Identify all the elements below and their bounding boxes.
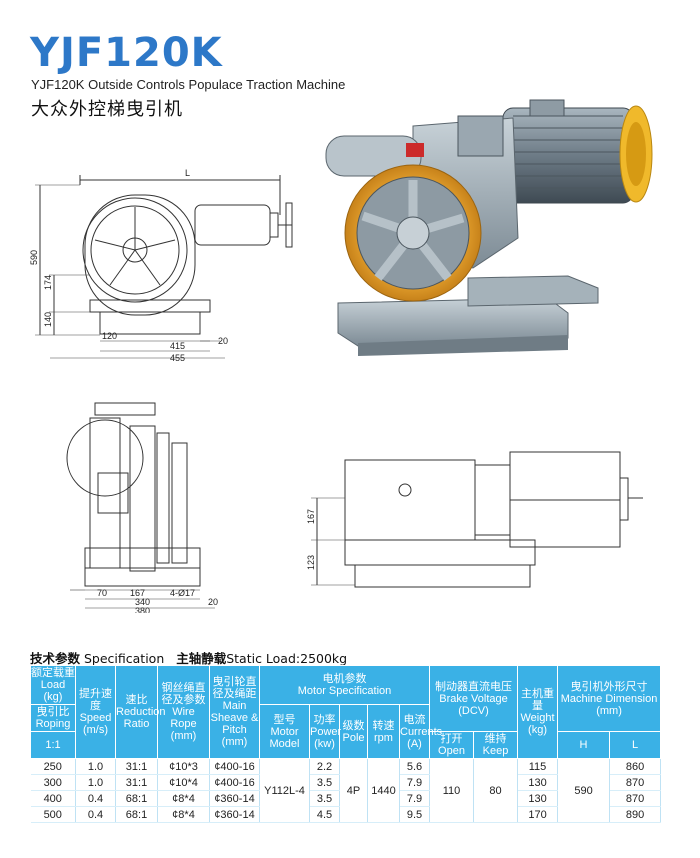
th-H: H (557, 731, 611, 759)
front-view-drawing: L 590 174 140 120 415 455 20 (30, 168, 293, 363)
front-dim-20: 20 (218, 336, 228, 346)
side-view-drawing: 70 167 4-Ø17 340 380 20 (66, 402, 218, 613)
rpm-cell: 1440 (367, 758, 400, 823)
front-dim-140: 140 (43, 312, 53, 327)
th-L: L (609, 731, 662, 759)
front-dim-L: L (185, 168, 190, 178)
top-dim-167: 167 (306, 509, 316, 524)
spec-heading: 技术参数 Specification 主轴静载Static Load:2500k… (30, 648, 347, 667)
product-subtitle-english: YJF120K Outside Controls Populace Tracti… (31, 77, 346, 92)
side-dim-4phi17: 4-Ø17 (170, 588, 195, 598)
front-dim-415: 415 (170, 341, 185, 351)
front-dim-174: 174 (43, 275, 53, 290)
top-dim-123: 123 (306, 555, 316, 570)
motor-model-cell: Y112L-4 (259, 758, 310, 823)
product-subtitle-chinese: 大众外控梯曳引机 (31, 99, 183, 120)
side-dim-20: 20 (208, 597, 218, 607)
side-dim-340: 340 (135, 597, 150, 607)
pole-cell: 4P (339, 758, 368, 823)
side-dim-70: 70 (97, 588, 107, 598)
product-photo (325, 99, 653, 356)
brake-open-cell: 110 (429, 758, 475, 823)
th-roping-value: 1:1 (30, 731, 76, 759)
product-title: YJF120K (30, 30, 223, 76)
static-load-en: Static Load:2500kg (226, 651, 348, 666)
side-dim-167: 167 (130, 588, 145, 598)
front-dim-455: 455 (170, 353, 185, 363)
dimension-H-cell: 590 (557, 758, 611, 823)
front-dim-590: 590 (30, 250, 39, 265)
top-view-drawing: 167 123 (306, 451, 643, 588)
side-dim-380: 380 (135, 606, 150, 613)
front-dim-120: 120 (102, 331, 117, 341)
spec-heading-cn: 技术参数 (30, 651, 81, 666)
brake-keep-cell: 80 (473, 758, 519, 823)
static-load-cn: 主轴静载 (176, 651, 227, 666)
spec-heading-en: Specification (84, 651, 165, 666)
